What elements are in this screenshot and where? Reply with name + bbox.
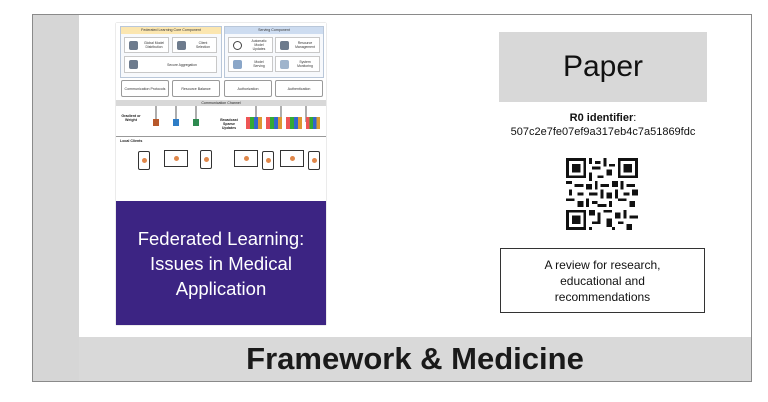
person-icon — [129, 41, 138, 50]
footer-title: Framework & Medicine — [246, 341, 584, 376]
authorization-box: Authorization — [224, 80, 272, 97]
global-model-label: Global Model Distribution — [144, 41, 164, 49]
identifier-label-text: R0 identifier — [569, 112, 634, 124]
footer-bar — [79, 337, 751, 381]
comm-protocols-box: Communication Protocols — [121, 80, 169, 97]
secure-aggregation-tile: Secure Aggregation — [124, 56, 217, 73]
monitor-device-icon — [234, 150, 258, 167]
refresh-icon — [233, 41, 242, 50]
cover-title: Federated Learning: Issues in Medical Ap… — [137, 227, 305, 299]
fl-core-title: Federated Learning Core Component — [121, 27, 221, 34]
automatic-updates-tile: Automatic Model Updates — [228, 37, 273, 53]
serving-title: Serving Component — [225, 27, 323, 34]
paper-type-box: Paper — [499, 32, 707, 102]
gradient-label: Gradient or Weight — [121, 114, 141, 122]
fl-core-panel: Federated Learning Core Component Global… — [120, 26, 222, 78]
secure-aggregation-label: Secure Aggregation — [167, 62, 197, 67]
update-grid-4 — [306, 117, 320, 129]
identifier-label: R0 identifier: — [569, 112, 637, 124]
book-cover: Federated Learning Core Component Global… — [116, 23, 326, 325]
server-icon — [280, 41, 289, 50]
phone-device-icon — [262, 151, 274, 170]
update-grid-2 — [266, 117, 282, 129]
left-side-bar — [33, 15, 79, 381]
model-serving-label: Model Serving — [253, 60, 265, 68]
description-text: A review for research, educational and r… — [544, 257, 661, 304]
weight-block-green — [193, 119, 199, 126]
cover-title-band: Federated Learning: Issues in Medical Ap… — [116, 201, 326, 325]
building-icon — [129, 60, 138, 69]
resource-management-tile: Resource Management — [275, 37, 320, 53]
paper-label: Paper — [562, 50, 644, 83]
phone-device-icon — [308, 151, 320, 170]
system-monitoring-tile: System Monitoring — [275, 56, 320, 72]
description-box: A review for research, educational and r… — [500, 248, 705, 313]
architecture-diagram: Federated Learning Core Component Global… — [116, 23, 326, 201]
serving-panel: Serving Component Automatic Model Update… — [224, 26, 324, 78]
update-grid-3 — [286, 117, 302, 129]
monitor-device-icon — [164, 150, 188, 167]
global-model-tile: Global Model Distribution — [124, 37, 169, 53]
clients-divider — [116, 136, 326, 137]
client-selection-label: Client Selection — [196, 41, 210, 49]
model-serving-tile: Model Serving — [228, 56, 273, 72]
people-icon — [177, 41, 186, 50]
system-monitoring-label: System Monitoring — [297, 60, 313, 68]
monitor-icon — [280, 60, 289, 69]
communication-channel-bar: Communication Channel — [116, 100, 326, 106]
qr-code[interactable] — [566, 158, 638, 230]
cube-icon — [233, 60, 242, 69]
identifier-value: 507c2e7fe07ef9a317eb4c7a51869fdc — [510, 126, 696, 138]
broadcast-label: Broadcast Sparse Updates — [220, 118, 238, 130]
automatic-updates-label: Automatic Model Updates — [251, 39, 267, 51]
resource-management-label: Resource Management — [295, 41, 315, 49]
phone-device-icon — [200, 150, 212, 169]
weight-block-orange — [153, 119, 159, 126]
clients-label: Local Clients — [120, 139, 143, 143]
phone-device-icon — [138, 151, 150, 170]
client-selection-tile: Client Selection — [172, 37, 217, 53]
authentication-box: Authentication — [275, 80, 323, 97]
monitor-device-icon — [280, 150, 304, 167]
weight-block-blue — [173, 119, 179, 126]
update-grid-1 — [246, 117, 262, 129]
resource-balance-box: Resource Balance — [172, 80, 220, 97]
